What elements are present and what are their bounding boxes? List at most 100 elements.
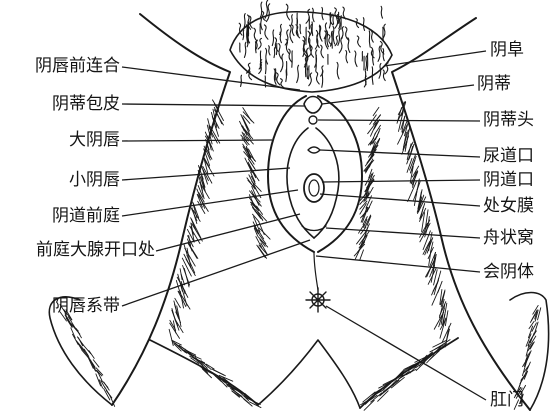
- leader-line: [318, 120, 480, 121]
- label-hymen: 处女膜: [483, 196, 534, 216]
- pubic-hair-curl: [357, 36, 360, 47]
- pubic-hair-curl: [280, 32, 281, 42]
- urethral-opening-shape: [308, 147, 320, 153]
- pubic-hair-curl: [276, 73, 280, 85]
- label-vestibule: 阴道前庭: [52, 206, 120, 226]
- pubic-hair-curl: [255, 42, 256, 53]
- leader-line: [122, 67, 300, 90]
- glans-clitoris-shape: [309, 116, 317, 124]
- pubic-hair-curl: [312, 8, 314, 21]
- label-perineum: 会阴体: [483, 262, 534, 282]
- label-urethral-opening: 尿道口: [483, 146, 534, 166]
- label-clitoris: 阴蒂: [477, 74, 511, 94]
- hatch-stroke: [529, 321, 534, 328]
- pubic-hair-curl: [279, 44, 282, 59]
- leader-line: [122, 140, 272, 141]
- pubic-hair-curl: [341, 27, 343, 39]
- pubic-hair-curl: [329, 13, 330, 28]
- pubic-hair-curl: [327, 31, 329, 47]
- vaginal-opening-shape: [304, 174, 324, 202]
- pubic-hair-curl: [367, 53, 368, 70]
- pubic-hair-curl: [338, 29, 340, 45]
- label-fossa-navicularis: 舟状窝: [483, 228, 534, 248]
- hatch-stroke: [538, 308, 541, 320]
- leader-line: [156, 214, 300, 251]
- pubic-hair-curl: [281, 54, 284, 72]
- pubic-hair-curl: [365, 71, 366, 85]
- hatch-stroke: [169, 329, 173, 345]
- pubic-hair-curl: [337, 62, 339, 78]
- pubic-hair-curl: [333, 14, 334, 24]
- hatch-stroke: [530, 342, 534, 349]
- body-outline-left: [112, 14, 230, 405]
- pubic-hair-curl: [266, 59, 267, 73]
- leader-line: [320, 150, 480, 157]
- pubic-hair-curl: [269, 46, 270, 55]
- label-labia-minora: 小阴唇: [69, 170, 120, 190]
- label-frenulum-labiorum: 阴唇系带: [52, 296, 120, 316]
- pubic-hair-curl: [241, 75, 242, 86]
- pubic-hair-curl: [378, 46, 380, 61]
- pubic-hair-curl: [322, 71, 323, 87]
- pubic-hair-curl: [264, 25, 268, 39]
- pubic-hair-curl: [258, 38, 261, 49]
- pubic-hair-curl: [316, 72, 319, 84]
- pubic-hair-curl: [281, 79, 285, 88]
- hatch-stroke: [71, 328, 75, 338]
- clitoral-hood-shape: [304, 97, 322, 114]
- label-mons-pubis: 阴阜: [490, 40, 524, 60]
- pubic-hair-curl: [297, 65, 299, 82]
- leader-line: [326, 228, 480, 238]
- hatch-stroke: [76, 329, 81, 338]
- leader-line: [316, 256, 480, 272]
- hatch-stroke: [359, 225, 365, 234]
- leader-line: [322, 180, 480, 182]
- pubic-hair-curl: [371, 31, 373, 42]
- pubic-hair-curl: [333, 26, 335, 44]
- pubic-hair-curl: [260, 51, 261, 69]
- hatch-stroke: [432, 287, 440, 306]
- leader-line: [122, 104, 304, 106]
- label-anus: 肛门: [490, 390, 524, 410]
- pubic-hair-curl: [335, 36, 338, 46]
- pubic-hair-curl: [383, 70, 385, 81]
- buttock-left: [150, 340, 258, 405]
- pubic-hair-curl: [244, 42, 246, 57]
- hatch-stroke: [373, 107, 379, 115]
- pubic-hair-curl: [243, 30, 244, 40]
- label-glans-clitoris: 阴蒂头: [483, 110, 534, 130]
- pubic-hair-curl: [286, 39, 289, 53]
- leader-line: [320, 194, 480, 206]
- pubic-hair-curl: [272, 30, 273, 46]
- pubic-hair-curl: [316, 55, 317, 71]
- perineal-raphe: [314, 252, 318, 290]
- label-labia-majora: 大阴唇: [69, 130, 120, 150]
- label-vaginal-opening: 阴道口: [483, 170, 534, 190]
- hatch-stroke: [420, 353, 432, 364]
- pubic-hair-curl: [309, 39, 310, 49]
- hatch-stroke: [360, 250, 364, 260]
- label-lips-anterior-commissure: 阴唇前连合: [35, 56, 120, 76]
- pubic-hair-curl: [291, 15, 292, 26]
- pubic-hair-curl: [254, 28, 257, 41]
- pubic-hair-curl: [300, 24, 301, 33]
- leader-line: [384, 51, 486, 66]
- label-bartholin-opening: 前庭大腺开口处: [36, 240, 155, 260]
- pubic-hair-curl: [290, 25, 293, 42]
- hatch-stroke: [89, 351, 94, 359]
- pubic-hair-curl: [244, 14, 246, 29]
- hatch-stroke: [420, 223, 430, 242]
- label-clitoral-hood: 阴蒂包皮: [52, 94, 120, 114]
- pubic-hair-curl: [346, 51, 348, 63]
- pubic-hair-curl: [381, 6, 382, 18]
- pubic-hair-curl: [365, 56, 366, 70]
- hatch-stroke: [80, 347, 89, 357]
- pubic-hair-curl: [292, 25, 294, 35]
- pubic-hair-curl: [369, 31, 370, 47]
- natal-cleft: [258, 340, 360, 408]
- hymen-shape: [309, 180, 319, 196]
- pubic-hair-curl: [308, 66, 309, 79]
- pubic-hair-curl: [383, 49, 384, 61]
- hatch-stroke: [391, 377, 404, 387]
